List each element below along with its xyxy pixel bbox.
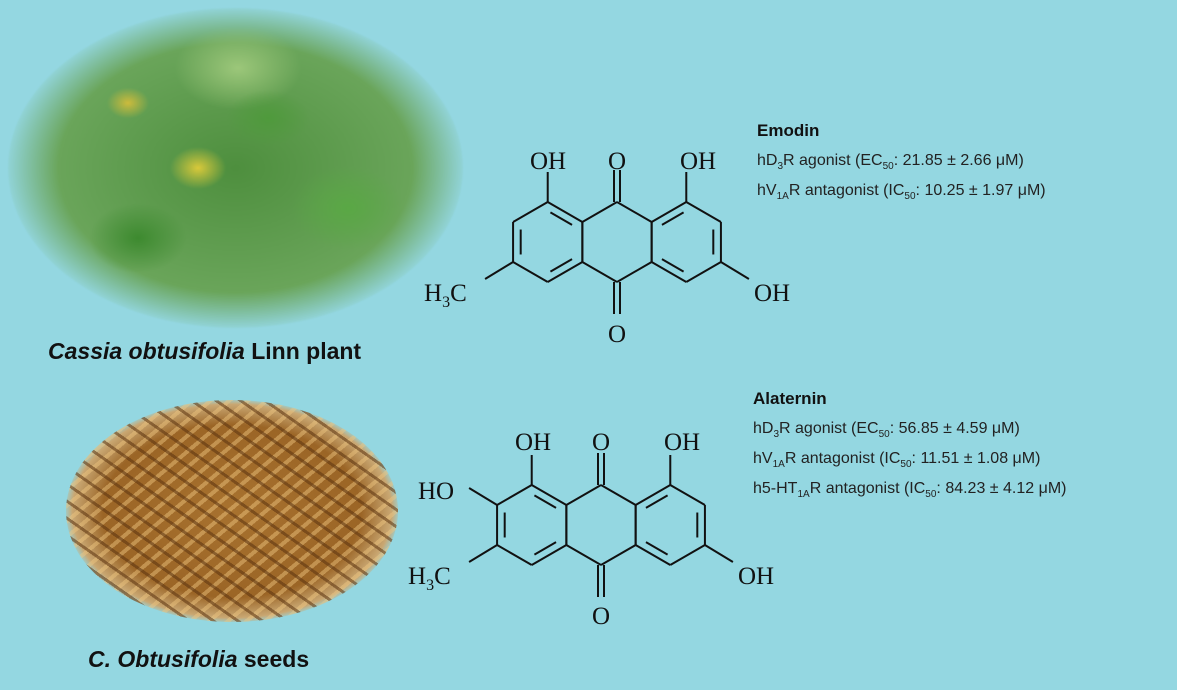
seeds-photo [66,400,398,622]
bond [496,484,533,506]
plant-caption: Cassia obtusifolia Linn plant [48,338,361,365]
activity-line: h5-HT1AR antagonist (IC50: 84.23 ± 4.12 … [753,480,1067,501]
atom-o: O [608,321,626,348]
activity-line: hD3R agonist (EC50: 21.85 ± 2.66 μM) [757,152,1024,173]
bond [669,484,706,506]
bond [468,544,498,563]
bond [565,544,602,566]
atom-ho: HO [418,478,454,505]
bond [531,544,567,566]
bond [468,487,498,506]
bond [581,261,618,283]
bond [651,201,687,223]
compound-name: Alaternin [753,389,827,408]
atom-h3c: H3C [424,280,467,311]
bond [533,494,557,509]
bond [645,494,669,509]
seeds-caption-italic: C. Obtusifolia [88,646,238,672]
activity-line: hV1AR antagonist (IC50: 10.25 ± 1.97 μM) [757,182,1046,203]
atom-o: O [592,603,610,630]
bond [600,544,637,566]
atom-oh: OH [664,429,700,456]
activity-line: hV1AR antagonist (IC50: 11.51 ± 1.08 μM) [753,450,1041,471]
bond [616,261,653,283]
atom-oh: OH [754,280,790,307]
atom-oh: OH [738,563,774,590]
alaternin-info: Alaternin hD3R agonist (EC50: 56.85 ± 4.… [753,389,1066,511]
bond [600,484,637,506]
bond [635,484,671,506]
bond [531,484,567,506]
bond [496,544,533,566]
atom-oh: OH [680,148,716,175]
bond [484,261,514,280]
atom-o: O [608,148,626,175]
bond [669,544,706,566]
bond [581,201,618,223]
bond [565,484,602,506]
activity-line: hD3R agonist (EC50: 56.85 ± 4.59 μM) [753,420,1020,441]
atom-h3c: H3C [408,563,451,594]
bond [704,544,734,563]
bond [512,261,549,283]
bond [547,201,583,223]
bond [651,261,687,283]
seeds-caption-rest: seeds [237,646,310,672]
alaternin-structure: OH O OH HO O OH H3C [408,429,774,630]
bond [661,258,685,273]
emodin-info: Emodin hD3R agonist (EC50: 21.85 ± 2.66 … [757,121,1046,212]
bond [616,201,653,223]
bond-lines [468,170,750,597]
compound-name: Emodin [757,121,820,140]
atom-oh: OH [530,148,566,175]
bond [645,541,669,556]
seeds-caption: C. Obtusifolia seeds [88,646,309,673]
bond [685,201,722,223]
bond [661,211,685,226]
bond [685,261,722,283]
bond [547,261,583,283]
plant-caption-italic: Cassia obtusifolia [48,338,245,364]
bond [720,261,750,280]
bond [533,541,557,556]
plant-caption-rest: Linn plant [244,338,362,364]
emodin-structure: OH O OH O OH H3C [424,148,790,348]
cassia-plant-photo [8,8,463,328]
atom-o: O [592,429,610,456]
bond [512,201,549,223]
bond [549,211,573,226]
bond [549,258,573,273]
bond [635,544,671,566]
atom-oh: OH [515,429,551,456]
